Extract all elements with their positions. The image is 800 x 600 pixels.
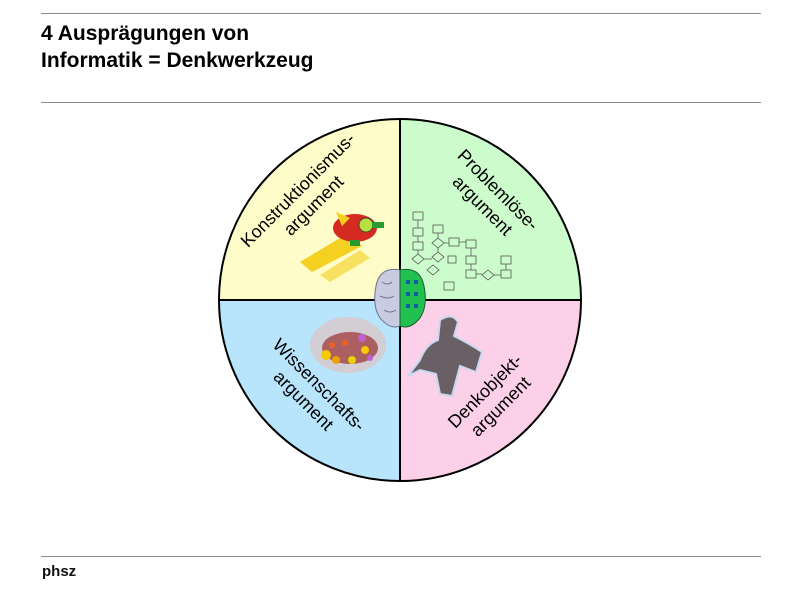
footer-logo-text: phsz: [42, 563, 77, 580]
flowchart-image: [411, 211, 512, 291]
title-rule: [41, 102, 761, 103]
lego-robot-image: [300, 212, 384, 282]
title-line-2: Informatik = Denkwerkzeug: [41, 49, 314, 72]
page-title: 4 Ausprägungen von Informatik = Denkwerk…: [41, 20, 314, 74]
top-rule: [41, 13, 761, 14]
footer-rule: [41, 556, 761, 557]
title-line-1: 4 Ausprägungen von: [41, 22, 250, 45]
dog-figure-image: [407, 315, 484, 398]
brain-image: [374, 268, 426, 328]
network-cluster-image: [310, 317, 386, 373]
quadrant-top-right: [400, 119, 581, 300]
